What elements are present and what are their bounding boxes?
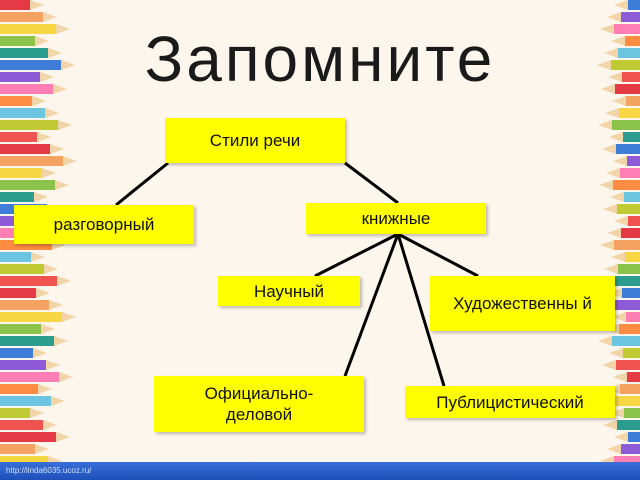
pencils-right-border (598, 0, 640, 478)
node-journalistic: Публицистический (405, 386, 615, 418)
node-colloquial: разговорный (14, 205, 194, 244)
slide-title: Запомните (144, 23, 496, 95)
bottom-bar (0, 462, 640, 480)
node-speech-styles: Стили речи (165, 118, 345, 163)
node-bookish: книжные (306, 203, 486, 234)
watermark: http://linda6035.ucoz.ru/ (6, 466, 92, 475)
node-official: Официально-деловой (154, 376, 364, 432)
node-scientific: Научный (218, 276, 360, 306)
node-artistic: Художественны й (430, 276, 615, 331)
